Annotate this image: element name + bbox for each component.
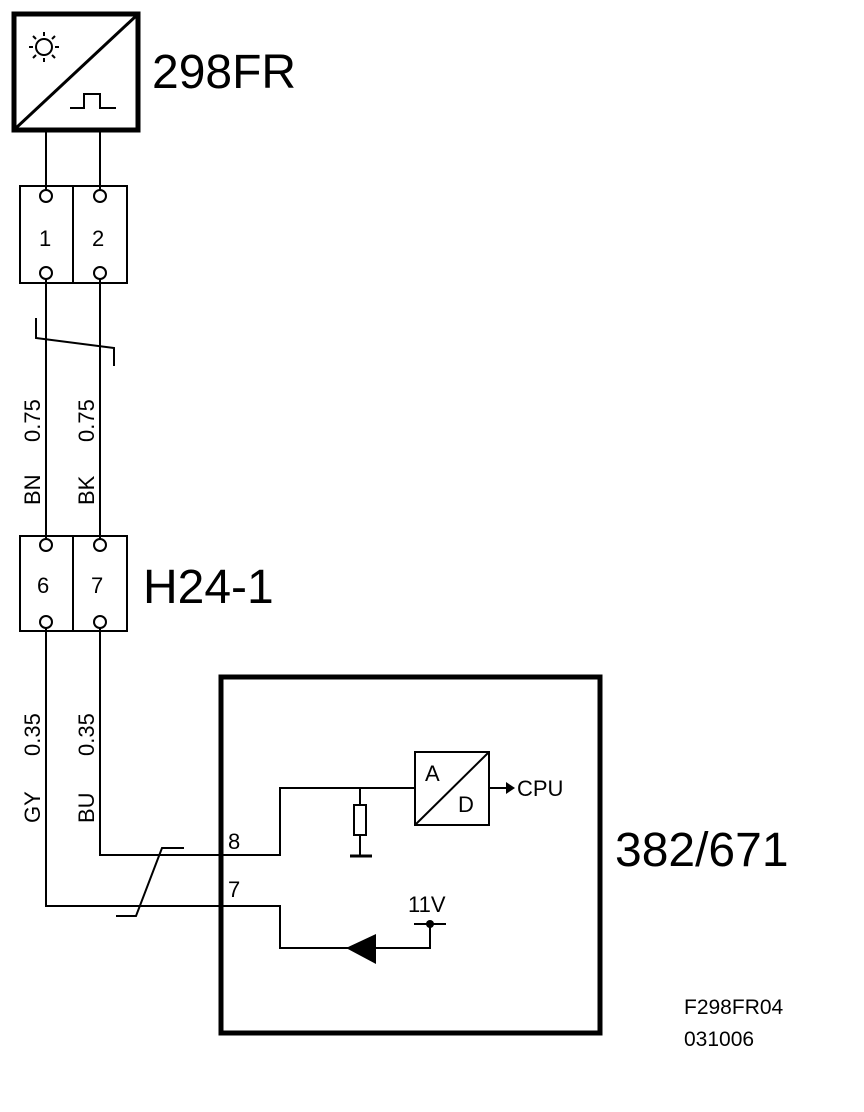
wire-bk-color: BK [74, 475, 99, 505]
wire-bu-color: BU [74, 792, 99, 823]
wire-gy [45, 628, 350, 949]
sensor-298fr: 298FR [11, 11, 296, 133]
sensor-diagonal [14, 14, 138, 130]
wire-bk-size: 0.75 [74, 399, 99, 442]
ad-converter: A D [414, 751, 490, 826]
cpu-arrow-icon [506, 782, 515, 794]
supply-node-icon [426, 920, 434, 928]
pin-1: 1 [39, 226, 51, 251]
connector-top: 1 2 [19, 185, 128, 284]
module-box [218, 674, 603, 1036]
module-pin-7: 7 [228, 877, 240, 902]
adc-a-label: A [425, 761, 440, 786]
wire-gy-color: GY [20, 791, 45, 823]
connector-h24-1: 6 7 H24-1 [19, 535, 274, 632]
wire-gy-size: 0.35 [20, 713, 45, 756]
wire-bu [99, 628, 415, 856]
resistor [353, 804, 367, 836]
module-pin-8: 8 [228, 829, 240, 854]
module-label: 382/671 [615, 824, 789, 877]
connector-label: H24-1 [143, 561, 274, 614]
control-module: 8 7 A D CPU 11V [218, 674, 603, 1036]
twisted-pair-mark-upper [35, 318, 115, 366]
source-triangle-icon [346, 934, 376, 964]
sensor-box [11, 11, 141, 133]
pin-7: 7 [91, 573, 103, 598]
reference-code: F298FR04 [684, 996, 784, 1019]
reference-date: 031006 [684, 1028, 754, 1051]
pin-6: 6 [37, 573, 49, 598]
pin-2: 2 [92, 226, 104, 251]
sensor-label: 298FR [152, 46, 296, 99]
pulse-icon [70, 93, 116, 109]
wire-bn-color: BN [20, 474, 45, 505]
sun-icon [29, 32, 59, 62]
wire-bn-size: 0.75 [20, 399, 45, 442]
supply-voltage: 11V [408, 892, 446, 917]
twisted-pair-mark-lower [116, 847, 184, 917]
wire-bu-size: 0.35 [74, 713, 99, 756]
adc-d-label: D [458, 792, 474, 817]
cpu-label: CPU [517, 776, 563, 801]
